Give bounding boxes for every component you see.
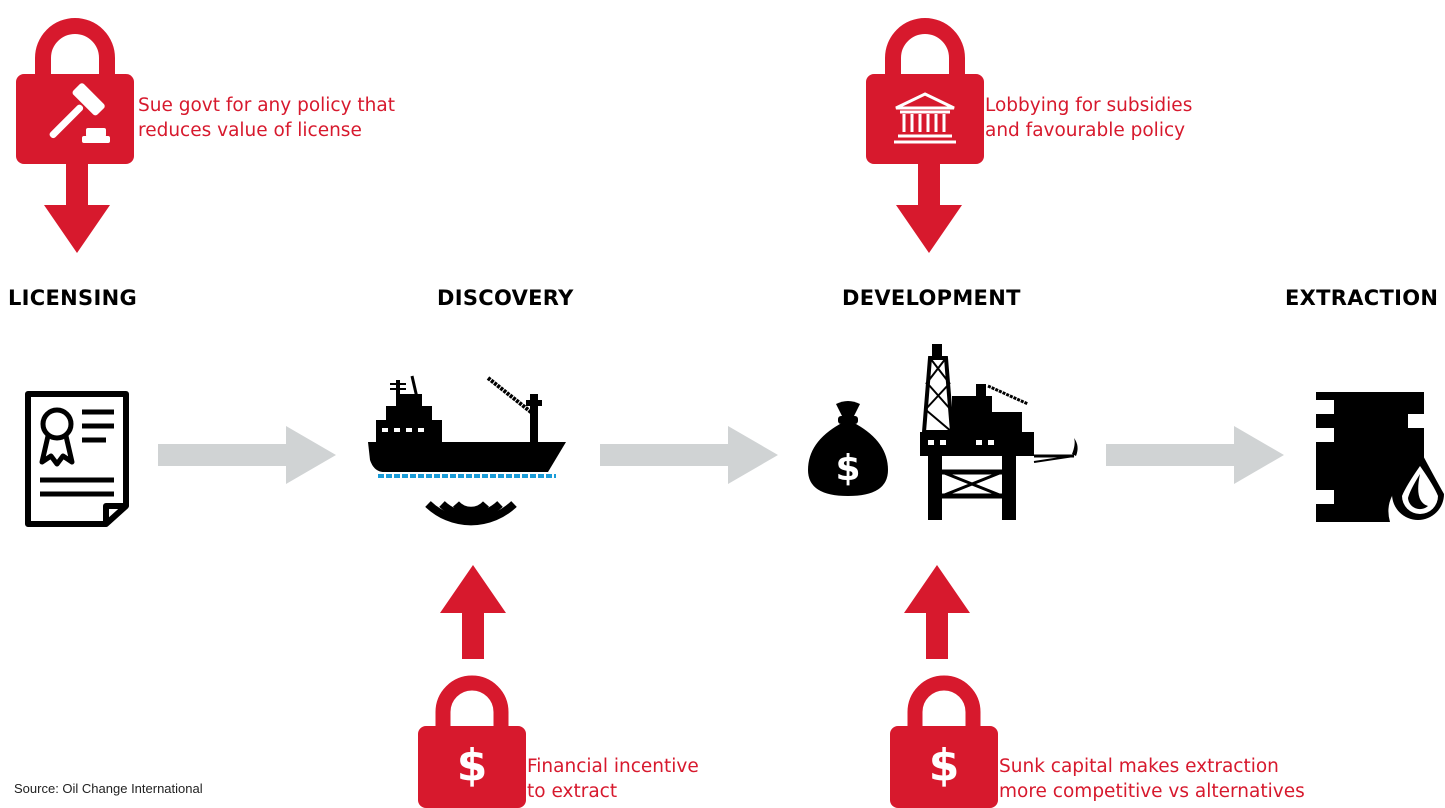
dollar-icon: $ (929, 740, 960, 791)
oil-platform-icon (920, 344, 1078, 520)
survey-ship-icon (368, 375, 566, 478)
oil-barrel-drop-icon (1316, 392, 1444, 522)
stage-label-discovery: DISCOVERY (437, 286, 574, 310)
lock-text-lawsuit-line1: Sue govt for any policy that (138, 95, 395, 116)
stage-label-development: DEVELOPMENT (842, 286, 1021, 310)
lock-gavel (16, 18, 134, 164)
lock-text-lobbying-line1: Lobbying for subsidies (985, 95, 1193, 116)
lock-government (866, 18, 984, 164)
source-note: Source: Oil Change International (14, 781, 203, 796)
stage-label-licensing: LICENSING (8, 286, 137, 310)
government-building-icon (894, 92, 956, 144)
lock-sunk-capital: $ (890, 675, 998, 808)
lock-text-sunk-capital-line2: more competitive vs alternatives (999, 781, 1305, 802)
flow-arrow-development-to-extraction (1106, 426, 1284, 484)
svg-text:$: $ (835, 448, 860, 489)
license-document-icon (25, 391, 129, 527)
flow-arrow-discovery-to-development (600, 426, 778, 484)
sonar-waves-icon (425, 500, 517, 526)
lock-text-incentive-line2: to extract (527, 781, 618, 802)
lock-financial-incentive: $ (418, 675, 526, 808)
dollar-icon: $ (457, 740, 488, 791)
lock-text-lobbying-line2: and favourable policy (985, 120, 1186, 141)
lock-text-incentive-line1: Financial incentive (527, 756, 699, 777)
stage-label-extraction: EXTRACTION (1285, 286, 1439, 310)
lock-text-sunk-capital-line1: Sunk capital makes extraction (999, 756, 1279, 777)
red-arrow-down-licensing (44, 163, 110, 253)
red-arrow-down-development (896, 163, 962, 253)
lock-text-lawsuit-line2: reduces value of license (138, 120, 362, 141)
money-bag-icon: $ (808, 401, 888, 496)
flow-arrow-licensing-to-discovery (158, 426, 336, 484)
gavel-icon (49, 83, 110, 143)
red-arrow-up-development (904, 565, 970, 659)
red-arrow-up-discovery (440, 565, 506, 659)
